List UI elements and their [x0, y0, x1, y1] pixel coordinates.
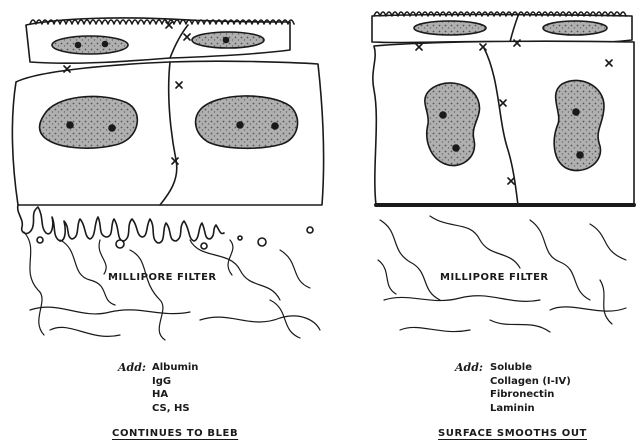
left-blebs [18, 205, 224, 243]
left-panel-drawing [12, 18, 323, 340]
left-filter-fibers [24, 232, 320, 340]
right-nucleus-1 [425, 83, 480, 166]
left-filter-label: MILLIPORE FILTER [108, 272, 217, 283]
left-top-nucleus-1 [52, 36, 128, 54]
left-additive-4: CS, HS [152, 402, 198, 416]
right-additive-1: Soluble [490, 361, 571, 375]
right-additive-2: Collagen (I-IV) [490, 375, 571, 389]
left-caption: CONTINUES TO BLEB [112, 428, 238, 439]
right-top-nucleus-2 [543, 21, 607, 35]
left-nucleus-1 [40, 96, 138, 148]
right-add-label: Add: [455, 361, 483, 374]
right-additive-3: Fibronectin [490, 388, 571, 402]
left-additive-list: Albumin IgG HA CS, HS [152, 361, 198, 415]
left-additive-2: IgG [152, 375, 198, 389]
right-additive-list: Soluble Collagen (I-IV) Fibronectin Lami… [490, 361, 571, 415]
left-additive-3: HA [152, 388, 198, 402]
right-filter-label: MILLIPORE FILTER [440, 272, 549, 283]
right-panel-drawing [372, 12, 634, 332]
left-nucleus-2 [196, 96, 298, 148]
left-additive-1: Albumin [152, 361, 198, 375]
right-top-nucleus-1 [414, 21, 486, 35]
right-additive-4: Laminin [490, 402, 571, 416]
left-add-label: Add: [118, 361, 146, 374]
right-caption: SURFACE SMOOTHS OUT [438, 428, 587, 439]
